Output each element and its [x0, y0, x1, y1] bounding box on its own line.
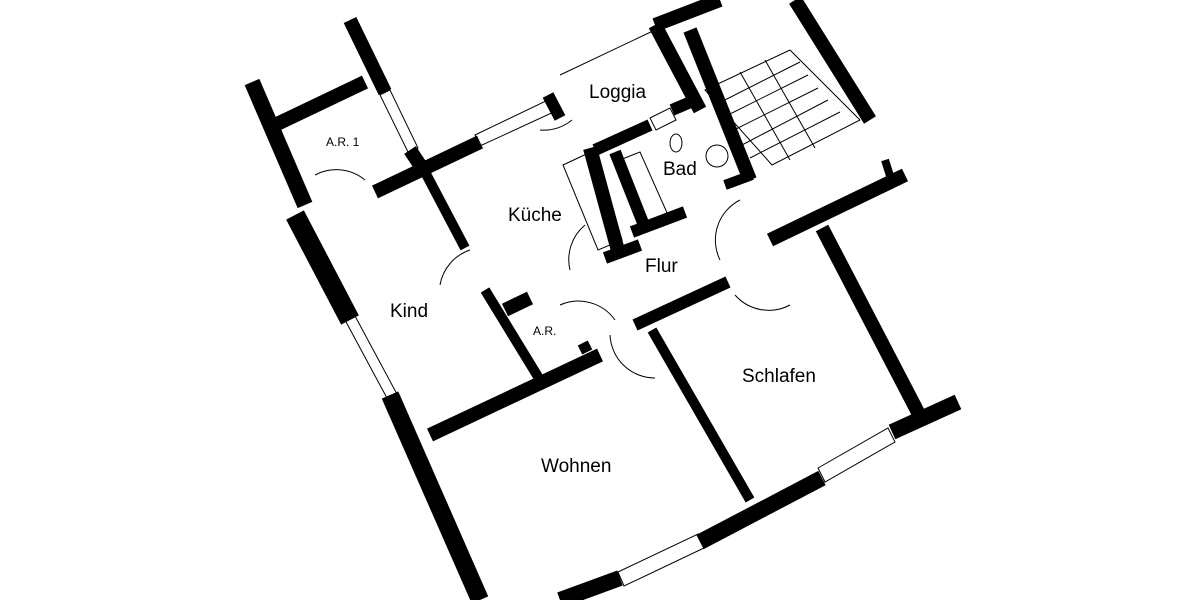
- room-label-ar: A.R.: [533, 324, 557, 338]
- room-label-ar1: A.R. 1: [326, 135, 360, 149]
- window: [344, 315, 399, 401]
- wall: [480, 287, 545, 383]
- wall: [244, 78, 313, 209]
- window: [474, 97, 559, 147]
- wall: [542, 92, 566, 121]
- wall: [427, 348, 603, 442]
- room-label-wohnen: Wohnen: [541, 456, 612, 477]
- room-label-loggia: Loggia: [589, 82, 647, 103]
- door-swing: [714, 199, 741, 261]
- wall: [683, 27, 757, 183]
- window: [817, 427, 896, 483]
- room-label-kind: Kind: [390, 301, 429, 322]
- wall: [343, 16, 392, 96]
- doors: [314, 29, 791, 379]
- window: [617, 533, 705, 587]
- bathtub: [614, 151, 669, 227]
- stove-label: E: [613, 228, 622, 242]
- wall: [696, 470, 826, 550]
- window: [379, 89, 419, 153]
- wall: [420, 169, 470, 251]
- kitchen-counter: [562, 149, 623, 251]
- door-swing: [539, 119, 573, 131]
- staircase: [704, 49, 861, 166]
- wall: [629, 206, 688, 238]
- door-swing: [568, 224, 586, 271]
- wall: [271, 75, 369, 132]
- door-swing: [314, 169, 366, 181]
- toilet: [669, 133, 683, 153]
- door-swing: [609, 334, 656, 379]
- room-label-schlafen: Schlafen: [742, 366, 816, 387]
- room-label-flur: Flur: [645, 256, 678, 277]
- wall: [577, 340, 593, 355]
- wall: [404, 146, 426, 169]
- door-swing: [734, 294, 791, 311]
- window: [649, 107, 677, 131]
- wall: [381, 391, 489, 600]
- wall: [647, 327, 755, 503]
- windows: [344, 89, 896, 587]
- wall: [723, 170, 754, 190]
- wall: [766, 168, 909, 247]
- wall: [789, 0, 876, 124]
- wall: [632, 276, 731, 331]
- wall: [815, 224, 929, 424]
- wall: [669, 92, 703, 116]
- room-label-kueche: Küche: [508, 205, 562, 226]
- stairs: [704, 49, 861, 166]
- wall: [557, 570, 623, 600]
- wall: [286, 210, 359, 325]
- door-swing: [559, 300, 616, 321]
- wall: [592, 119, 653, 156]
- wall: [881, 158, 896, 184]
- wall: [652, 0, 723, 32]
- wall: [583, 146, 627, 260]
- wall: [371, 135, 484, 199]
- loggia-edge: [559, 29, 656, 76]
- room-label-bad: Bad: [663, 159, 697, 180]
- fixtures: [562, 133, 729, 251]
- sink: [705, 144, 729, 168]
- wall: [602, 239, 643, 264]
- door-swing: [439, 249, 471, 286]
- wall: [501, 291, 534, 317]
